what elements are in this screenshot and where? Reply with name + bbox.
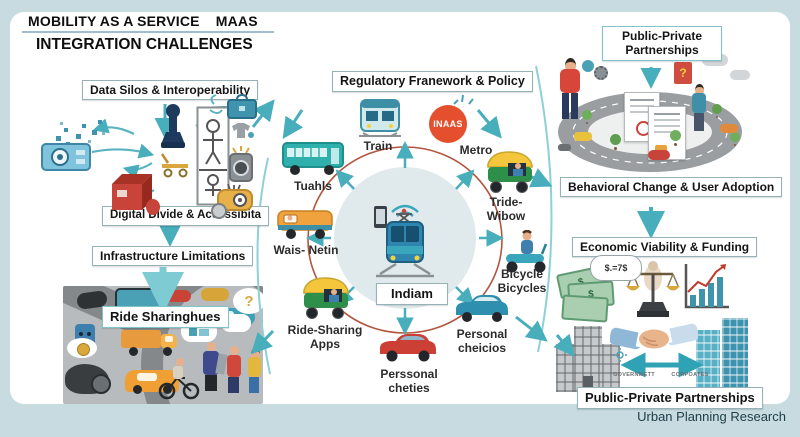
corporates-label: CORPOATES	[671, 372, 709, 378]
government-label: GOVERNMETT	[613, 372, 655, 378]
hub-label-box: Indiam	[376, 283, 448, 305]
pawn-icon	[161, 104, 185, 148]
label-line: Ride-Sharing	[287, 323, 363, 337]
label-line: Perssonal	[380, 367, 438, 381]
label-line: Wibow	[486, 208, 526, 223]
red-car-icon	[380, 334, 436, 362]
label-line: Public-Private	[621, 29, 703, 43]
blue-car-label: Personal cheicios	[448, 327, 516, 356]
yellow-mini-car	[574, 132, 592, 141]
junk-pile	[65, 364, 111, 394]
inaas-badge: INAAS	[429, 105, 467, 143]
red-scooter	[165, 290, 191, 302]
question-thought-bubble: ?	[233, 288, 263, 314]
label-line: Tride-	[489, 195, 523, 209]
ride-sharing-box: Ride Sharinghues	[102, 306, 229, 328]
train-label: Train	[363, 139, 393, 153]
bus-label: Tuahls	[294, 179, 332, 193]
government-building-wing	[602, 344, 620, 392]
question-sign-mark: ?	[679, 66, 687, 80]
handcart-icon	[160, 153, 188, 178]
question-mark: ?	[244, 292, 254, 310]
money-bubble-text: $.=7$	[604, 263, 628, 273]
red-car-label: Perssonal cheties	[380, 367, 438, 396]
tree-3	[670, 130, 681, 141]
corporate-tower-1	[696, 330, 720, 392]
orange-mini-car	[720, 124, 738, 133]
regulatory-box: Regulatory Franework & Policy	[332, 71, 533, 92]
train-icon	[359, 99, 401, 137]
tree-5	[730, 132, 740, 142]
speaker-alert-icon	[229, 146, 253, 182]
title-line2: INTEGRATION CHALLENGES	[36, 36, 253, 53]
question-sign: ?	[674, 62, 692, 84]
label-line: Partnerships	[625, 43, 699, 58]
orange-truck	[121, 328, 179, 356]
rickshaw-right-label: Tride- Wibow	[474, 195, 538, 224]
blue-car-icon	[456, 295, 508, 322]
corporate-tower-2	[722, 318, 748, 392]
money-question-bubble: $.=7$	[590, 255, 642, 281]
cyclist	[158, 358, 200, 400]
red-box-icon	[112, 174, 160, 215]
label-line: cheties	[388, 380, 430, 395]
title-text: MOBILITY AS A SERVICE	[28, 13, 200, 29]
van-icon	[277, 210, 333, 239]
label-line: cheicios	[457, 340, 507, 355]
ppp-bottom-box: Public-Private Partnerships	[577, 387, 763, 409]
tree-4	[712, 104, 722, 114]
gear-icon	[594, 66, 608, 80]
coin-speech-bubble	[67, 338, 97, 358]
title-underline	[22, 31, 274, 33]
label-line: Apps	[310, 336, 340, 351]
rickshaw-bottom-icon	[303, 277, 349, 319]
robot-camera-icon	[211, 184, 253, 219]
yellow-scooter	[201, 288, 229, 301]
red-mini-car	[648, 150, 670, 160]
cloud-2	[730, 70, 750, 80]
shirt-dot-icon	[232, 123, 254, 138]
label-line: Personal	[456, 327, 508, 341]
roundabout-illustration: ?	[552, 54, 750, 178]
rickshaw-right-icon	[487, 151, 533, 193]
sparkle-icon	[453, 94, 474, 105]
footer-caption: Urban Planning Research	[637, 409, 786, 424]
ride-sharing-illustration: ?	[63, 286, 263, 404]
van-label: Wais- Netin	[273, 243, 339, 257]
label-line: Bicycle	[500, 267, 544, 281]
label-line: Bicycles	[497, 280, 547, 295]
handshake-icon	[610, 323, 698, 362]
briefcase-sync-icon	[209, 93, 257, 119]
title-acronym: MAAS	[215, 13, 258, 29]
balance-scale-icon	[626, 261, 680, 317]
title-line1: MOBILITY AS A SERVICE MAAS	[22, 13, 274, 29]
camera-device-icon	[41, 143, 91, 171]
growth-chart-icon	[684, 264, 729, 309]
smart-tram-icon	[374, 204, 434, 278]
rideshare-label: Ride-Sharing Apps	[282, 323, 368, 352]
bus-icon	[282, 142, 344, 175]
gear-bubble-icon	[582, 60, 594, 72]
ppp-top-box: Public-Private Partnerships	[602, 26, 722, 61]
government-door	[583, 376, 593, 392]
mini-scooter	[558, 144, 571, 151]
tree-2	[610, 134, 621, 145]
tree-1	[582, 110, 592, 120]
infrastructure-box: Infrastructure Limitations	[92, 246, 254, 267]
scooter-label: Bicycle Bicycles	[488, 267, 556, 296]
title-block: MOBILITY AS A SERVICE MAAS INTEGRATION CH…	[22, 13, 274, 54]
government-building	[556, 344, 574, 392]
behavioral-box: Behavioral Change & User Adoption	[560, 177, 783, 198]
